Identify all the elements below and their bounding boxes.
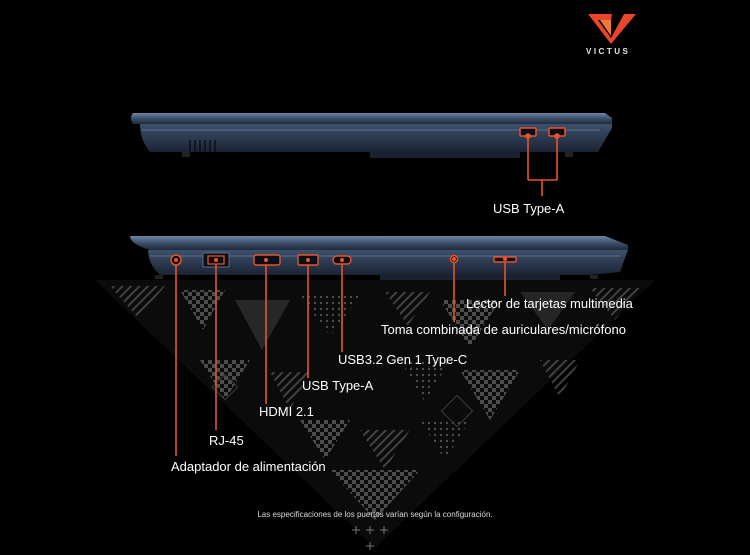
label-usb-type-a-right: USB Type-A — [302, 378, 374, 393]
brand-name: VICTUS — [586, 47, 631, 56]
port-markers — [174, 257, 507, 262]
victus-logo-icon — [588, 14, 636, 44]
label-usb-type-a-left: USB Type-A — [493, 201, 565, 216]
label-hdmi: HDMI 2.1 — [259, 404, 314, 419]
label-card-reader: Lector de tarjetas multimedia — [466, 296, 633, 311]
label-rj45: RJ-45 — [209, 433, 244, 448]
plus-decoration-icon — [352, 526, 388, 550]
port-leader-lines — [175, 262, 506, 456]
geometric-pattern-background — [95, 280, 655, 548]
usb-a-left-leader — [525, 133, 560, 196]
label-power-adapter: Adaptador de alimentación — [171, 459, 326, 474]
label-audio-combo-jack: Toma combinada de auriculares/micrófono — [381, 322, 626, 337]
vent-grille-icon — [189, 140, 216, 152]
laptop-left-side-view — [131, 113, 612, 158]
laptop-right-side-view — [130, 236, 628, 280]
port-spec-footnote: Las especificaciones de los puertos varí… — [257, 510, 493, 519]
label-usb-type-c: USB3.2 Gen 1 Type-C — [338, 352, 468, 367]
